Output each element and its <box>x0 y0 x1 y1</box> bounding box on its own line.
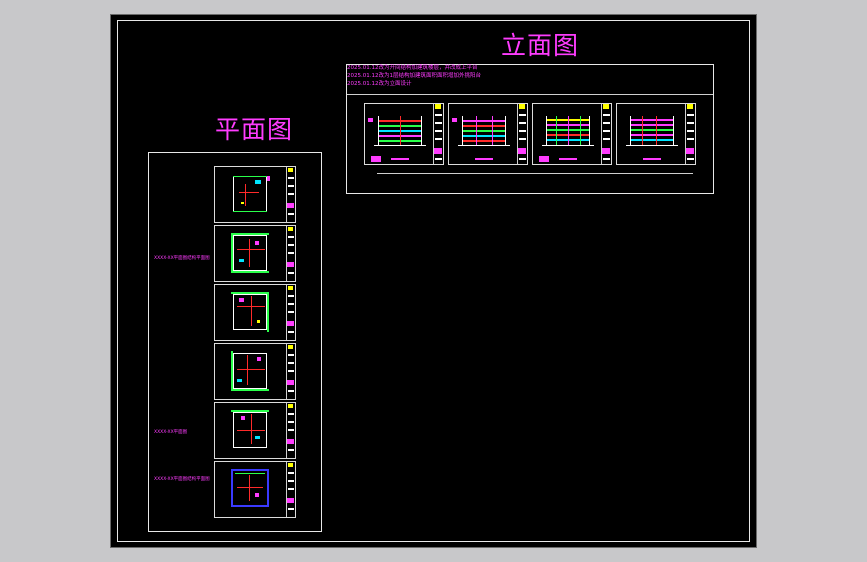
elevation-sheet[interactable] <box>448 103 528 165</box>
plan-side-note-3: XXXX-XX平面图结构平面图 <box>154 477 210 482</box>
title-block <box>601 104 611 164</box>
title-block <box>286 344 295 399</box>
elevation-sheet[interactable] <box>616 103 696 165</box>
plan-sheet[interactable] <box>214 166 296 223</box>
floor-plan <box>231 349 271 394</box>
elevation-panel[interactable]: 2025.01.12改为开间结构加建筑楼层，并改成上平台 2025.01.12改… <box>346 64 714 194</box>
elevation-title: 立面图 <box>501 31 580 60</box>
plan-side-note-2: XXXX-XX平面图 <box>154 430 188 435</box>
sheet-label <box>559 158 577 160</box>
building-facade <box>452 116 510 146</box>
elevation-note-3: 2025.01.12改为立面设计 <box>347 81 412 87</box>
cad-canvas[interactable]: 立面图 平面图 2025.01.12改为开间结构加建筑楼层，并改成上平台 202… <box>110 14 757 548</box>
floor-plan <box>231 467 271 512</box>
plan-panel[interactable]: XXXX-XX平面图结构平面图 XXXX-XX平面图 XXXX-XX平面图结构平… <box>148 152 322 532</box>
title-block <box>286 226 295 281</box>
title-block <box>286 403 295 458</box>
sheet-label <box>475 158 493 160</box>
plan-side-note-1: XXXX-XX平面图结构平面图 <box>154 256 210 261</box>
building-facade <box>368 116 426 146</box>
elevation-baseline <box>377 173 693 174</box>
sheet-label <box>539 156 549 162</box>
floor-plan <box>231 290 271 335</box>
building-facade <box>626 116 678 146</box>
title-block <box>433 104 443 164</box>
elevation-note-2: 2025.01.12改为1层结构加建筑面积面积增加外挑阳台 <box>347 73 481 79</box>
plan-sheet[interactable] <box>214 284 296 341</box>
plan-title: 平面图 <box>215 115 294 144</box>
floor-plan <box>231 231 271 276</box>
plan-sheet[interactable] <box>214 343 296 400</box>
title-block <box>685 104 695 164</box>
elevation-divider <box>347 94 713 95</box>
title-block <box>286 285 295 340</box>
title-block <box>286 167 295 222</box>
drawing-border: 立面图 平面图 2025.01.12改为开间结构加建筑楼层，并改成上平台 202… <box>117 20 750 542</box>
plan-sheet[interactable] <box>214 225 296 282</box>
plan-sheet[interactable] <box>214 461 296 518</box>
elevation-sheet[interactable] <box>532 103 612 165</box>
plan-sheet[interactable] <box>214 402 296 459</box>
elevation-sheet[interactable] <box>364 103 444 165</box>
elevation-sheet-strip <box>364 103 697 165</box>
sheet-label <box>643 158 661 160</box>
title-block <box>517 104 527 164</box>
building-facade <box>542 116 594 146</box>
sheet-label <box>371 156 381 162</box>
sheet-label <box>391 158 409 160</box>
elevation-note-1: 2025.01.12改为开间结构加建筑楼层，并改成上平台 <box>347 65 478 71</box>
floor-plan <box>231 408 271 453</box>
floor-plan <box>231 172 271 217</box>
title-block <box>286 462 295 517</box>
